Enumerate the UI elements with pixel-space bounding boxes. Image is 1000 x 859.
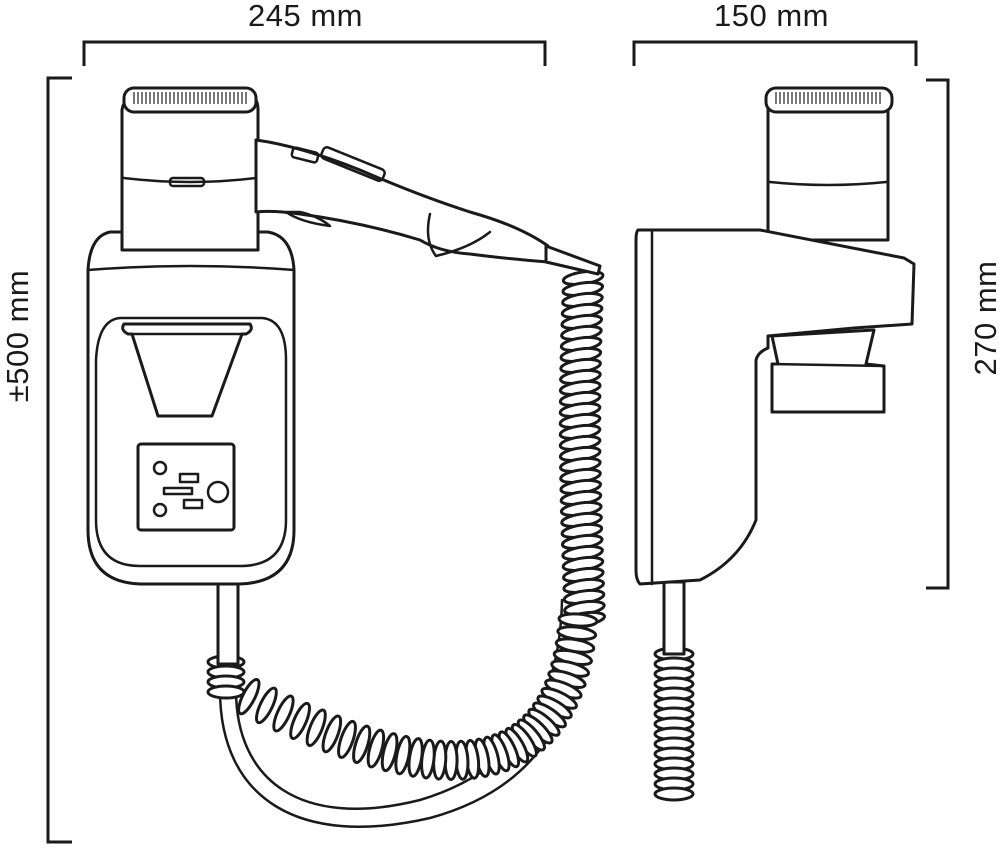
front-handle-trigger: [284, 210, 332, 228]
depth-dimension-label: 150 mm: [714, 0, 829, 33]
unit-height-dimension-bracket: [926, 78, 950, 590]
front-handle-switch: [320, 146, 386, 182]
width-dimension-label: 245 mm: [248, 0, 363, 33]
front-panel-circle-large: [206, 480, 230, 504]
front-holder-cup: [121, 322, 253, 418]
cord-coil: [337, 719, 357, 759]
front-straight-cord: [216, 580, 240, 666]
front-handle-slider: [290, 146, 320, 164]
front-dryer-grille-lines: [133, 92, 247, 104]
cord-coil: [366, 728, 386, 769]
side-dryer-grille-lines: [775, 92, 881, 104]
front-view: [86, 86, 607, 828]
cord-coil: [653, 786, 695, 802]
front-holder-inner-panel: [94, 316, 288, 568]
front-dryer-handle: [254, 138, 550, 264]
front-cord-coils-right: [558, 269, 607, 628]
front-dryer-barrel: [120, 92, 260, 252]
front-panel-circle-top: [152, 460, 168, 476]
cord-coil: [272, 694, 295, 733]
dimension-lines: [46, 40, 950, 844]
cord-coil: [394, 734, 412, 776]
front-handle-grip-end: [426, 212, 492, 258]
depth-dimension-bracket: [632, 40, 918, 66]
width-dimension-bracket: [82, 40, 547, 66]
side-cord-coils: [653, 646, 695, 802]
cord-coil: [321, 714, 343, 754]
side-dryer-barrel: [766, 94, 890, 242]
cord-coil: [206, 684, 246, 700]
cord-coil: [380, 732, 399, 773]
front-cord-coils-bottom: [237, 612, 599, 781]
front-panel-circle-bottom: [152, 502, 168, 518]
unit-height-dimension-label: 270 mm: [968, 260, 1000, 376]
cord-coil: [289, 701, 311, 741]
cord-coil: [305, 708, 327, 747]
cord-coil: [352, 724, 372, 765]
total-height-dimension-bracket: [46, 76, 72, 844]
front-panel-switch-2: [162, 486, 194, 496]
side-nozzle-seam: [770, 362, 886, 368]
side-wall-bracket: [634, 228, 916, 586]
cord-coil: [254, 686, 278, 725]
side-view: [634, 86, 916, 802]
front-dryer-seam: [122, 176, 258, 184]
side-straight-cord: [662, 580, 686, 656]
front-dryer-button: [168, 176, 206, 188]
side-dryer-grille: [764, 86, 894, 114]
front-panel-switch-3: [182, 498, 204, 510]
front-panel-switch-1: [178, 472, 200, 484]
front-holder-top-lip: [86, 264, 296, 272]
side-dryer-nozzle: [770, 328, 886, 414]
total-height-dimension-label: ±500 mm: [0, 269, 35, 403]
side-dryer-seam: [768, 180, 888, 187]
front-cord-strain-relief: [544, 244, 602, 276]
